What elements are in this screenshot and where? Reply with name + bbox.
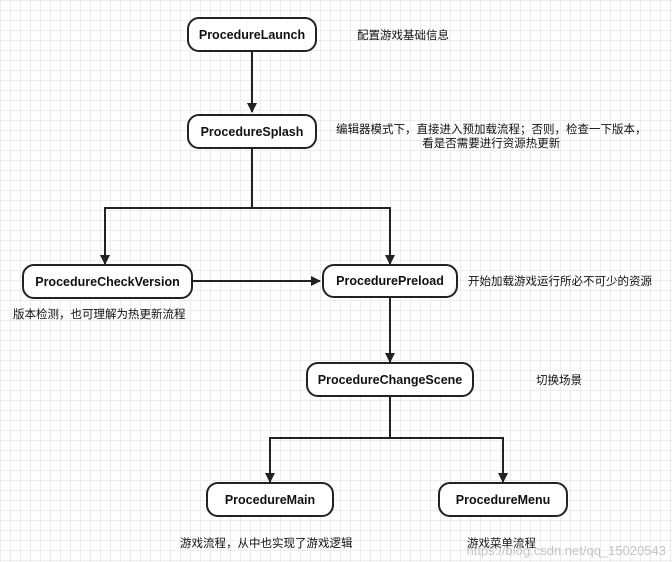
note-check-version: 版本检测，也可理解为热更新流程 bbox=[13, 307, 186, 321]
node-procedure-menu: ProcedureMenu bbox=[438, 482, 568, 517]
node-procedure-check-version: ProcedureCheckVersion bbox=[22, 264, 193, 299]
note-splash-line2: 看是否需要进行资源热更新 bbox=[422, 136, 561, 150]
note-splash-line1: 编辑器模式下，直接进入预加载流程；否则，检查一下版本， bbox=[336, 122, 647, 136]
note-menu: 游戏菜单流程 bbox=[467, 536, 536, 550]
node-procedure-main: ProcedureMain bbox=[206, 482, 334, 517]
edge-splash-to-preload bbox=[252, 207, 395, 265]
note-splash: 编辑器模式下，直接进入预加载流程；否则，检查一下版本， 看是否需要进行资源热更新 bbox=[336, 122, 647, 150]
watermark-text: https://blog.csdn.net/qq_15020543 bbox=[466, 543, 667, 558]
edge-changescene-to-main bbox=[265, 397, 391, 483]
node-procedure-splash: ProcedureSplash bbox=[187, 114, 317, 149]
note-change-scene: 切换场景 bbox=[536, 373, 582, 387]
node-procedure-preload: ProcedurePreload bbox=[322, 264, 458, 298]
node-procedure-change-scene: ProcedureChangeScene bbox=[306, 362, 474, 397]
node-procedure-launch: ProcedureLaunch bbox=[187, 17, 317, 52]
note-preload: 开始加载游戏运行所必不可少的资源 bbox=[468, 274, 652, 288]
edge-splash-to-checkversion bbox=[100, 149, 253, 265]
note-launch: 配置游戏基础信息 bbox=[357, 28, 449, 42]
edge-changescene-to-menu bbox=[390, 437, 508, 483]
note-main: 游戏流程，从中也实现了游戏逻辑 bbox=[180, 536, 353, 550]
